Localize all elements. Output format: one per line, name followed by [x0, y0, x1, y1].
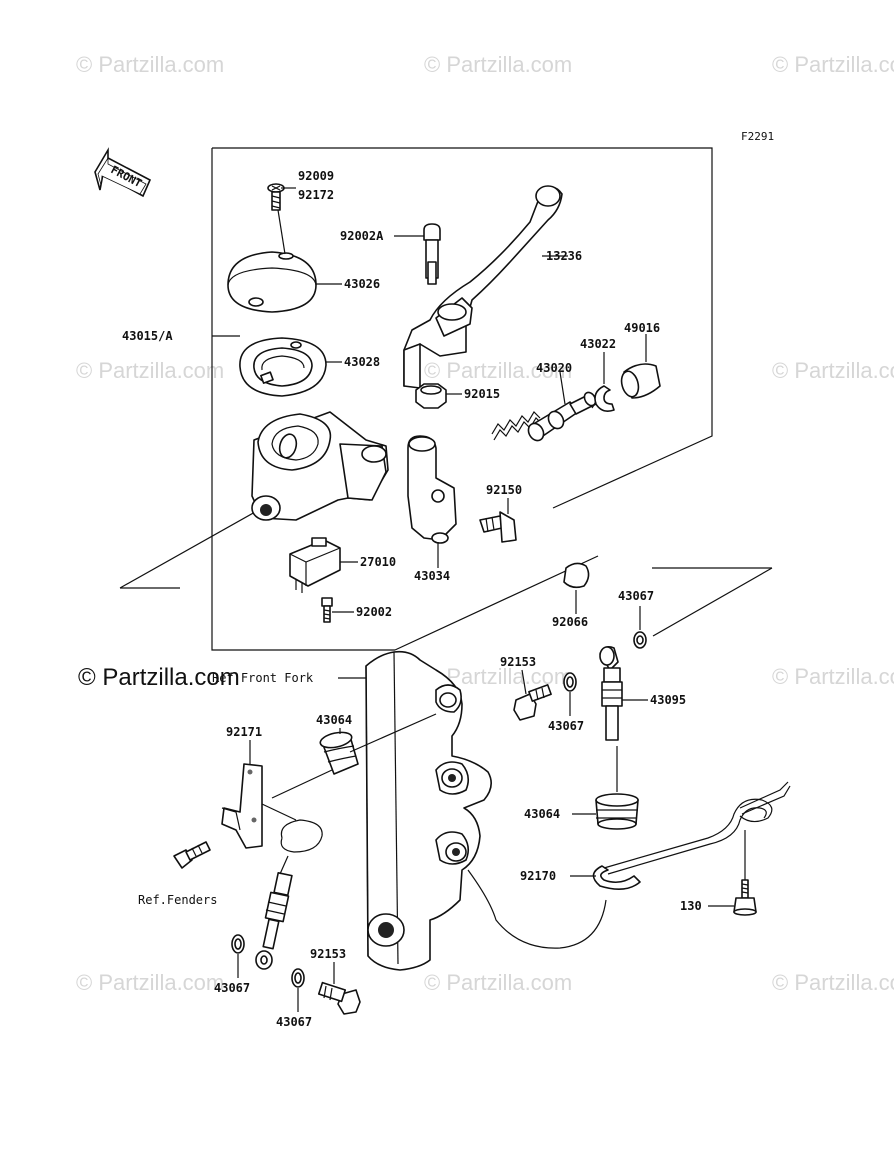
hose-clip	[261, 803, 323, 853]
part-label-92002: 92002	[356, 605, 392, 619]
assembly-outline	[119, 511, 256, 589]
brake-hose-fitting	[599, 646, 623, 741]
hose-clamp	[592, 781, 791, 890]
watermark: © Partzilla.com	[424, 52, 573, 77]
grommet	[319, 731, 359, 775]
grommet	[595, 793, 639, 830]
brake-hose-lower-fitting	[255, 855, 293, 970]
part-label-92153-upper: 92153	[500, 655, 536, 669]
part-label-43020: 43020	[536, 361, 572, 375]
diaphragm	[239, 337, 327, 397]
assembly-outline	[211, 148, 395, 651]
dust-boot	[620, 363, 661, 399]
washer	[563, 672, 577, 692]
front-arrow-icon: FRONT	[94, 147, 152, 198]
part-label-43067-lowest: 43067	[276, 1015, 312, 1029]
fender-bolt	[173, 841, 211, 869]
watermark: © Partzilla.com	[76, 358, 225, 383]
reservoir-cap	[227, 251, 317, 313]
part-label-43022: 43022	[580, 337, 616, 351]
part-label-43067-mid: 43067	[548, 719, 584, 733]
watermark: © Partzilla.com	[424, 358, 573, 383]
brake-lever	[403, 185, 563, 389]
pivot-bolt	[423, 223, 441, 285]
part-label-43015a: 43015/A	[122, 329, 173, 343]
part-label-92170: 92170	[520, 869, 556, 883]
washer	[231, 934, 245, 954]
part-label-130: 130	[680, 899, 702, 913]
ref-front-fork-label: Ref.Front Fork	[212, 671, 314, 685]
ref-fenders-label: Ref.Fenders	[138, 893, 217, 907]
part-label-43067-lower-left: 43067	[214, 981, 250, 995]
watermark-main: © Partzilla.com	[78, 664, 240, 691]
hose-line	[271, 769, 333, 799]
part-label-43064-lower: 43064	[524, 807, 560, 821]
watermark: © Partzilla.com	[772, 358, 894, 383]
part-label-92171: 92171	[226, 725, 262, 739]
watermark: © Partzilla.com	[772, 970, 894, 995]
part-label-92015: 92015	[464, 387, 500, 401]
watermark: © Partzilla.com	[76, 52, 225, 77]
part-label-43034: 43034	[414, 569, 450, 583]
master-cylinder-body	[251, 411, 389, 521]
watermark: © Partzilla.com	[772, 52, 894, 77]
hex-bolt	[733, 879, 757, 916]
brake-light-switch	[289, 537, 341, 593]
hose-guide-bracket	[221, 763, 263, 849]
hose-line	[349, 713, 437, 753]
switch-screw	[321, 597, 333, 623]
banjo-bolt	[513, 684, 552, 721]
assembly-outline	[394, 555, 599, 651]
washer	[291, 968, 305, 988]
part-label-43064-upper: 43064	[316, 713, 352, 727]
circlip	[591, 385, 615, 412]
leader-line	[277, 209, 286, 255]
part-label-92150: 92150	[486, 483, 522, 497]
banjo-bolt	[317, 981, 361, 1015]
part-label-49016: 49016	[624, 321, 660, 335]
watermark: © Partzilla.com	[76, 970, 225, 995]
bolt-cap	[563, 562, 590, 589]
part-label-43095: 43095	[650, 693, 686, 707]
part-label-92002a: 92002A	[340, 229, 384, 243]
part-label-92172: 92172	[298, 188, 334, 202]
watermark: © Partzilla.com	[772, 664, 894, 689]
assembly-outline	[652, 567, 773, 637]
lock-nut	[415, 383, 447, 409]
watermark: © Partzilla.com	[424, 970, 573, 995]
leader-line	[521, 669, 527, 695]
washer	[633, 631, 647, 649]
cap-screw	[267, 183, 285, 211]
handlebar-clamp	[407, 435, 457, 544]
leader-line	[559, 371, 566, 405]
part-label-43028: 43028	[344, 355, 380, 369]
part-label-13236: 13236	[546, 249, 582, 263]
clamp-bolt	[479, 511, 517, 543]
part-label-43067-upper: 43067	[618, 589, 654, 603]
part-label-92066: 92066	[552, 615, 588, 629]
piston-assembly	[491, 391, 597, 442]
part-label-92153-lower: 92153	[310, 947, 346, 961]
figure-code: F2291	[741, 130, 774, 143]
part-label-27010: 27010	[360, 555, 396, 569]
part-label-43026: 43026	[344, 277, 380, 291]
part-label-92009: 92009	[298, 169, 334, 183]
assembly-outline	[212, 147, 713, 509]
